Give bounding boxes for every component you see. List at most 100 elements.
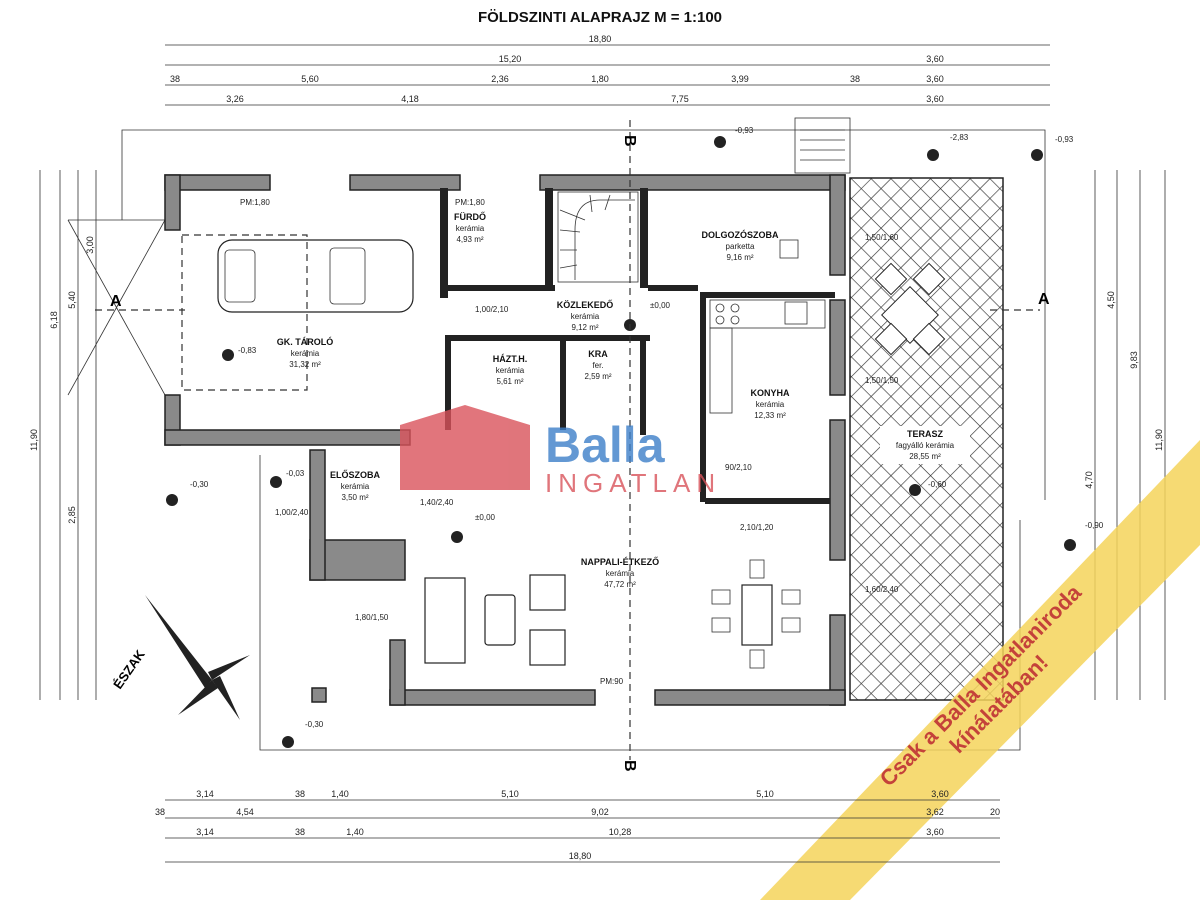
level-label: PM:1,80 xyxy=(240,198,270,207)
room-name: DOLGOZÓSZOBA xyxy=(702,229,779,240)
dim-left: 6,18 xyxy=(49,311,59,329)
dim-top: 3,99 xyxy=(731,74,749,84)
room-area: 12,33 m² xyxy=(754,411,786,420)
dim-top: 2,36 xyxy=(491,74,509,84)
dim-bottom: 10,28 xyxy=(609,827,632,837)
room-area: 2,59 m² xyxy=(584,372,611,381)
level-label: -0,83 xyxy=(238,346,257,355)
opening-label: 2,10/1,20 xyxy=(740,523,774,532)
room-floor: parketta xyxy=(726,242,755,251)
room-floor: kerámia xyxy=(456,224,485,233)
room-floor: fer. xyxy=(592,361,603,370)
plan-title: FÖLDSZINTI ALAPRAJZ M = 1:100 xyxy=(478,9,722,26)
dim-bottom: 38 xyxy=(295,789,305,799)
room-floor: kerámia xyxy=(571,312,600,321)
dim-bottom: 1,40 xyxy=(346,827,364,837)
room-floor: kerámia xyxy=(496,366,525,375)
room-floor: fagyálló kerámia xyxy=(896,441,955,450)
kitchen-counter xyxy=(709,299,826,414)
section-mark-b: B xyxy=(621,760,638,772)
dim-left: 5,40 xyxy=(67,291,77,309)
dim-bottom: 3,60 xyxy=(931,789,949,799)
room-floor: kerámia xyxy=(756,400,785,409)
dim-bottom: 1,40 xyxy=(331,789,349,799)
side-dimensions: 11,90 6,18 5,40 3,00 2,85 11,90 9,83 4,7… xyxy=(29,170,1166,700)
dim-top: 5,60 xyxy=(301,74,319,84)
opening-labels: 1,00/2,10 1,00/2,40 1,40/2,40 1,80/1,50 … xyxy=(275,233,899,622)
room-study: DOLGOZÓSZOBA parketta 9,16 m² xyxy=(702,229,779,262)
dim-bottom: 38 xyxy=(155,807,165,817)
room-name: ELŐSZOBA xyxy=(330,469,381,480)
dim-top: 3,26 xyxy=(226,94,244,104)
dim-bottom: 9,02 xyxy=(591,807,609,817)
car-icon xyxy=(181,234,414,391)
level-label: -2,83 xyxy=(950,133,969,142)
room-kitchen: KONYHA kerámia 12,33 m² xyxy=(750,388,790,420)
living-furniture xyxy=(424,239,801,669)
dim-top: 3,60 xyxy=(926,54,944,64)
watermark-sub: INGATLAN xyxy=(545,468,721,498)
room-pantry: KRA fer. 2,59 m² xyxy=(584,349,611,381)
room-name: KÖZLEKEDŐ xyxy=(557,299,614,310)
balla-watermark-logo: Balla INGATLAN xyxy=(400,405,721,498)
bottom-dimensions: 3,14 38 1,40 5,10 5,10 3,60 38 4,54 9,02… xyxy=(155,789,1000,863)
dim-top: 38 xyxy=(170,74,180,84)
opening-label: 90/2,10 xyxy=(725,463,752,472)
opening-label: 1,60/2,40 xyxy=(865,585,899,594)
dim-top: 3,60 xyxy=(926,94,944,104)
dim-top: 38 xyxy=(850,74,860,84)
room-area: 28,55 m² xyxy=(909,452,941,461)
level-label: -0,93 xyxy=(735,126,754,135)
dim-bottom: 38 xyxy=(295,827,305,837)
room-name: FÜRDŐ xyxy=(454,211,486,222)
room-bathroom: FÜRDŐ kerámia 4,93 m² xyxy=(454,211,486,244)
promo-banner-band xyxy=(760,440,1200,900)
dim-bottom: 3,14 xyxy=(196,789,214,799)
dim-top: 1,80 xyxy=(591,74,609,84)
watermark-brand: Balla xyxy=(545,417,666,473)
room-area: 9,16 m² xyxy=(726,253,753,262)
level-label: -0,03 xyxy=(286,469,305,478)
opening-label: 1,00/2,10 xyxy=(475,305,509,314)
section-mark-a: A xyxy=(1038,291,1050,308)
section-markers: A A B B xyxy=(95,120,1050,772)
room-name: KONYHA xyxy=(750,388,790,398)
level-label: ±0,00 xyxy=(650,301,671,310)
opening-label: 1,80/1,50 xyxy=(355,613,389,622)
room-floor: kerámia xyxy=(341,482,370,491)
dim-top: 4,18 xyxy=(401,94,419,104)
level-label: PM:90 xyxy=(600,677,624,686)
walls xyxy=(164,174,846,706)
terrace-table xyxy=(874,262,946,356)
dim-bottom: 5,10 xyxy=(756,789,774,799)
room-name: KRA xyxy=(588,349,608,359)
dim-bottom: 4,54 xyxy=(236,807,254,817)
level-label: -0,93 xyxy=(1055,135,1074,144)
level-label: ±0,00 xyxy=(475,513,496,522)
dim-bottom: 3,62 xyxy=(926,807,944,817)
opening-label: 1,50/1,60 xyxy=(865,233,899,242)
dim-right: 4,70 xyxy=(1084,471,1094,489)
opening-label: 1,50/1,50 xyxy=(865,376,899,385)
level-label: -0,90 xyxy=(1085,521,1104,530)
dim-top: 7,75 xyxy=(671,94,689,104)
compass-label: ÉSZAK xyxy=(110,647,148,692)
dim-right: 9,83 xyxy=(1129,351,1139,369)
dim-right: 11,90 xyxy=(1154,429,1164,451)
dim-bottom: 18,80 xyxy=(569,851,592,861)
room-name: GK. TÁROLÓ xyxy=(277,336,334,347)
dim-top: 15,20 xyxy=(499,54,522,64)
room-area: 4,93 m² xyxy=(456,235,483,244)
dim-right: 4,50 xyxy=(1106,291,1116,309)
section-mark-b: B xyxy=(621,135,638,147)
room-name: NAPPALI-ÉTKEZŐ xyxy=(581,556,659,567)
opening-label: 1,00/2,40 xyxy=(275,508,309,517)
level-label: -0,60 xyxy=(928,480,947,489)
staircase xyxy=(557,191,639,283)
opening-label: 1,40/2,40 xyxy=(420,498,454,507)
